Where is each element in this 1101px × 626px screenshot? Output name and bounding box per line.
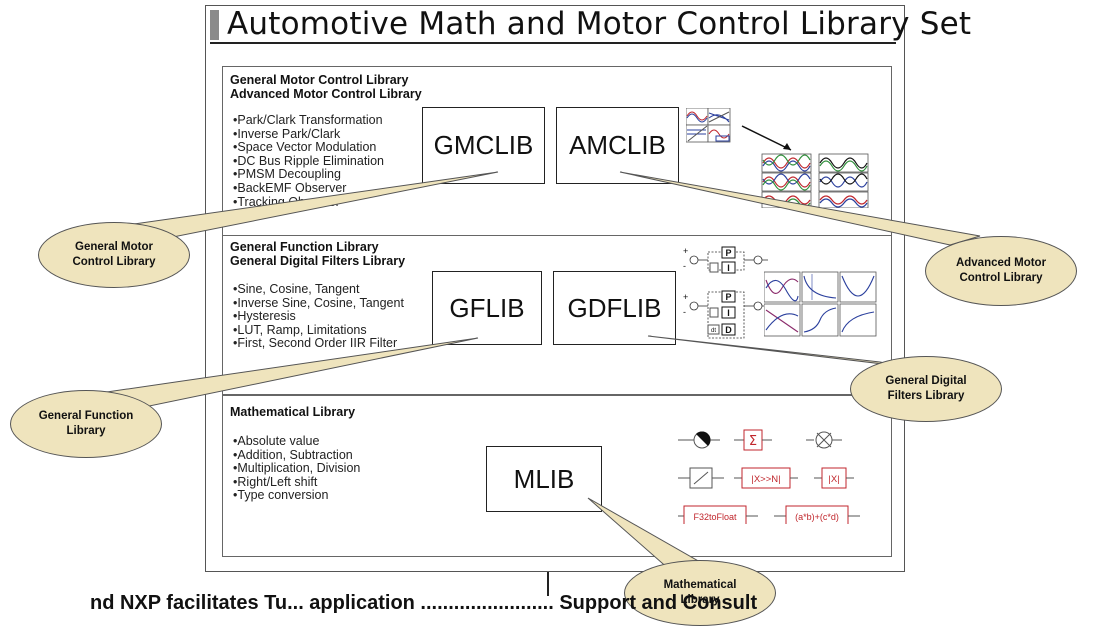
pid-dt-label: dt xyxy=(711,328,716,334)
gdflib-box: GDFLIB xyxy=(553,271,676,345)
pid-d-label: D xyxy=(725,325,732,335)
motor-bullet: Inverse Park/Clark xyxy=(233,127,384,142)
title-accent-bar xyxy=(210,10,219,40)
math-section-header: Mathematical Library xyxy=(230,405,356,419)
math-ops-graphic: Σ |X>>N| |X| F32toFloat (a*b)+(c*d) xyxy=(678,429,860,524)
callout-gmc-line2: Control Library xyxy=(72,256,156,268)
function-bullet-list: Sine, Cosine, Tangent Inverse Sine, Cosi… xyxy=(233,282,404,351)
motor-bullet-list: Park/Clark Transformation Inverse Park/C… xyxy=(233,113,384,209)
function-bullet: Sine, Cosine, Tangent xyxy=(233,282,404,297)
function-section-header-2: General Digital Filters Library xyxy=(230,254,406,268)
sum-block-label: Σ xyxy=(749,434,757,449)
function-curves-graphic xyxy=(764,271,877,337)
math-bullet-list: Absolute value Addition, Subtraction Mul… xyxy=(233,434,360,503)
pid-minus-sign: - xyxy=(683,261,686,271)
callout-gf-line1: General Function xyxy=(38,410,134,422)
callout-general-motor: General Motor Control Library xyxy=(38,222,190,288)
callout-gf-line2: Library xyxy=(66,425,106,437)
motor-bullet: Park/Clark Transformation xyxy=(233,113,384,128)
gmclib-box: GMCLIB xyxy=(422,107,545,184)
callout-gmc-line1: General Motor xyxy=(75,241,153,253)
pid-plus-sign-2: + xyxy=(683,292,688,302)
callout-digital-filters: General Digital Filters Library xyxy=(850,356,1002,422)
callout-advanced-motor: Advanced Motor Control Library xyxy=(925,236,1077,306)
callout-amc-line1: Advanced Motor xyxy=(955,257,1047,269)
diagram-title: Automotive Math and Motor Control Librar… xyxy=(227,6,972,42)
function-bullet: Inverse Sine, Cosine, Tangent xyxy=(233,296,404,311)
callout-gdf-line1: General Digital xyxy=(885,375,967,387)
motor-bullet: PMSM Decoupling xyxy=(233,168,384,182)
title-underline xyxy=(210,42,896,44)
function-bullet: Hysteresis xyxy=(233,310,404,324)
abs-block-label: |X| xyxy=(828,474,839,485)
function-section-header-1: General Function Library xyxy=(230,240,379,254)
callout-amc-line2: Control Library xyxy=(959,272,1043,284)
math-bullet: Addition, Subtraction xyxy=(233,448,360,463)
function-bullet: LUT, Ramp, Limitations xyxy=(233,323,404,338)
motor-bullet: Space Vector Modulation xyxy=(233,141,384,155)
callout-gdf-line2: Filters Library xyxy=(887,390,965,402)
math-bullet: Multiplication, Division xyxy=(233,462,360,476)
shift-block-label: |X>>N| xyxy=(751,474,780,485)
pid-i-label-2: I xyxy=(727,308,730,318)
motor-bullet: BackEMF Observer xyxy=(233,181,384,196)
math-bullet: Right/Left shift xyxy=(233,475,360,490)
motor-bullet: DC Bus Ripple Elimination xyxy=(233,154,384,169)
math-bullet: Type conversion xyxy=(233,489,360,503)
motor-section-header-2: Advanced Motor Control Library xyxy=(230,87,422,101)
pid-p-label: P xyxy=(725,248,731,258)
pid-controller-graphic: P I P I D dt + - + - xyxy=(683,246,768,339)
callout-ml-line1: Mathematical xyxy=(663,579,737,591)
pid-p-label-2: P xyxy=(725,292,731,302)
pid-plus-sign: + xyxy=(683,246,688,256)
mac-block-label: (a*b)+(c*d) xyxy=(795,512,839,522)
pid-minus-sign-2: - xyxy=(683,307,686,317)
pid-i-label: I xyxy=(727,263,730,273)
function-bullet: First, Second Order IIR Filter xyxy=(233,337,404,351)
gflib-box: GFLIB xyxy=(432,271,542,345)
convert-block-label: F32toFloat xyxy=(693,512,737,522)
mlib-box: MLIB xyxy=(486,446,602,512)
motor-section-header-1: General Motor Control Library xyxy=(230,73,409,87)
callout-mathematical: Mathematical Library xyxy=(624,560,776,626)
callout-general-function: General Function Library xyxy=(10,390,162,458)
amclib-box: AMCLIB xyxy=(556,107,679,184)
footer-caption: nd NXP facilitates Tu... application ...… xyxy=(90,592,758,614)
callout-ml-line2: Library xyxy=(680,594,720,606)
math-bullet: Absolute value xyxy=(233,434,360,449)
